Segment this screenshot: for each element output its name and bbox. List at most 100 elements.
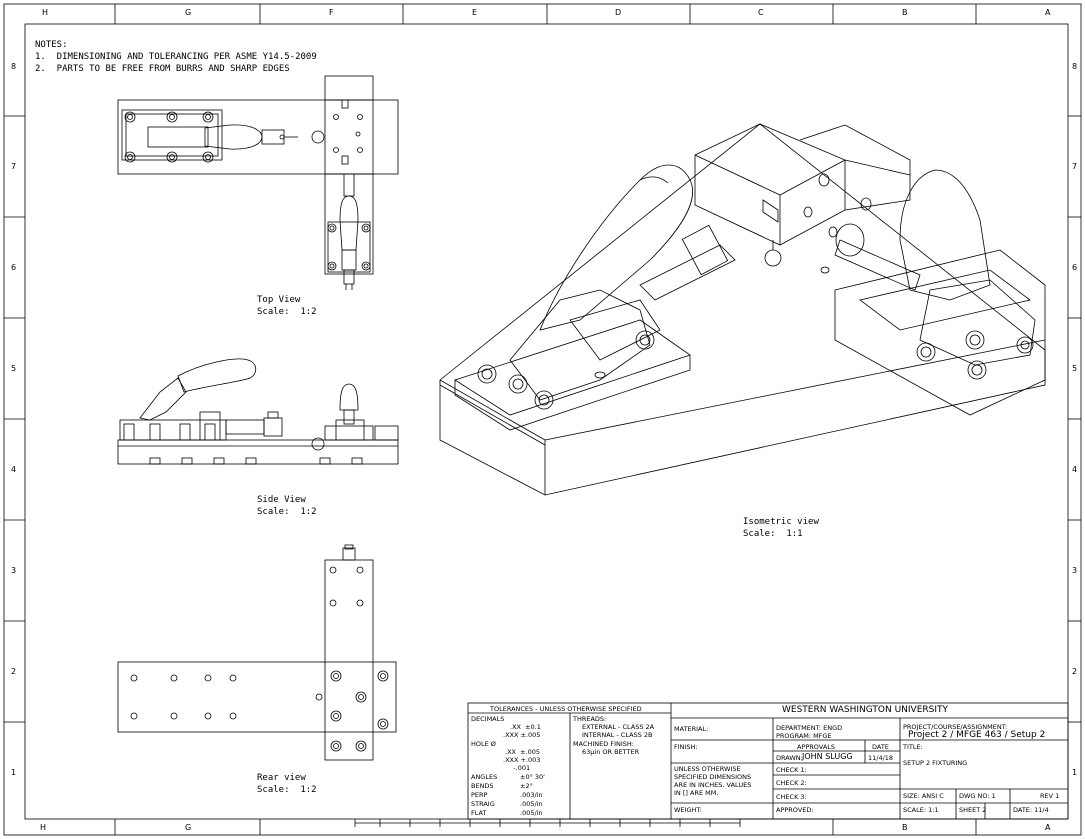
flat-label: FLAT (471, 809, 487, 817)
date-field: DATE: 11/4 (1013, 806, 1049, 814)
material-label: MATERIAL: (674, 725, 709, 733)
note-2: 2. PARTS TO BE FREE FROM BURRS AND SHARP… (35, 64, 290, 74)
zone-top-c: C (758, 8, 764, 17)
project-value: Project 2 / MFGE 463 / Setup 2 (908, 730, 1046, 740)
dec-xx: .XX ±0.1 (510, 723, 541, 731)
sheet-number: SHEET 2 (959, 806, 987, 814)
thread-external: EXTERNAL - CLASS 2A (582, 723, 655, 731)
approvals-label: APPROVALS (797, 743, 836, 751)
zone-right-1: 1 (1072, 768, 1078, 777)
unless-line-2: SPECIFIED DIMENSIONS (674, 773, 752, 781)
hole-xxx-minus: -.001 (503, 764, 531, 772)
machined-value: 63μin OR BETTER (582, 748, 640, 756)
zone-right-6: 6 (1072, 263, 1078, 272)
hole-label: HOLE Ø (471, 740, 496, 748)
zone-right-8: 8 (1072, 62, 1078, 71)
bottom-column-ticks (114, 819, 977, 835)
program: PROGRAM: MFGE (776, 732, 832, 740)
zone-right-3: 3 (1072, 566, 1078, 575)
rear-view-scale: Scale: 1:2 (257, 785, 317, 795)
check-1: CHECK 1: (776, 766, 807, 774)
side-view-scale: Scale: 1:2 (257, 507, 317, 517)
check-3: CHECK 3: (776, 793, 807, 801)
zone-left-3: 3 (11, 566, 17, 575)
unless-line-1: UNLESS OTHERWISE (674, 765, 741, 773)
zone-top-h: H (42, 8, 49, 17)
zone-left-7: 7 (11, 162, 17, 171)
iso-view-label: Isometric view (743, 517, 819, 527)
project-label: PROJECT/COURSE/ASSIGNMENT: (903, 723, 1008, 731)
unless-line-3: ARE IN INCHES. VALUES (674, 781, 752, 789)
top-view-scale: Scale: 1:2 (257, 307, 317, 317)
dec-xxx: .XXX ±.005 (503, 731, 541, 739)
zone-top-e: E (472, 8, 478, 17)
zone-left-8: 8 (11, 62, 17, 71)
bends-label: BENDS (471, 782, 494, 790)
isometric-view-drawing (439, 123, 1046, 496)
dwg-number: DWG NO: 1 (959, 792, 996, 800)
iso-view-scale: Scale: 1:1 (743, 529, 803, 539)
side-view-drawing (117, 358, 399, 465)
flat-value: .005/in (520, 809, 543, 817)
zone-top-f: F (329, 8, 334, 17)
inner-border (24, 23, 1069, 820)
zone-right-4: 4 (1072, 465, 1078, 474)
perp-label: PERP (471, 791, 488, 799)
weight-label: WEIGHT: (674, 806, 702, 814)
top-view-drawing (117, 75, 399, 290)
side-view-label: Side View (257, 495, 306, 505)
zone-top-d: D (615, 8, 622, 17)
straig-label: STRAIG (471, 800, 495, 808)
zone-right-7: 7 (1072, 162, 1078, 171)
zone-bottom-h: H (40, 823, 47, 832)
drawn-date: 11/4/18 (868, 754, 894, 762)
title-value: SETUP 2 FIXTURING (903, 759, 968, 767)
title-label: TITLE: (903, 743, 923, 751)
department: DEPARTMENT: ENGD (776, 724, 843, 732)
straig-value: .005/in (520, 800, 543, 808)
zone-bottom-b: B (902, 823, 908, 832)
angles-value: ±0° 30' (520, 773, 545, 781)
top-column-ticks (114, 4, 977, 24)
angles-label: ANGLES (471, 773, 498, 781)
approved-label: APPROVED: (776, 806, 814, 814)
outer-border (3, 3, 1082, 836)
zone-left-6: 6 (11, 263, 17, 272)
zone-top-g: G (185, 8, 192, 17)
decimals-label: DECIMALS (471, 715, 505, 723)
notes-heading: NOTES: (35, 40, 68, 50)
row-ticks (4, 115, 1081, 723)
title-block-lines (467, 702, 1069, 820)
bends-value: ±2° (520, 782, 533, 790)
scale-field: SCALE: 1:1 (903, 806, 939, 814)
thread-internal: INTERNAL - CLASS 2B (582, 731, 653, 739)
university-name: WESTERN WASHINGTON UNIVERSITY (782, 705, 949, 715)
zone-bottom-g: G (185, 823, 192, 832)
top-view-label: Top View (257, 295, 301, 305)
size-field: SIZE: ANSI C (903, 792, 944, 800)
zone-top-a: A (1045, 8, 1051, 17)
rear-view-drawing (117, 544, 397, 761)
zone-left-2: 2 (11, 667, 17, 676)
perp-value: .003/in (520, 791, 543, 799)
tolerances-header: TOLERANCES - UNLESS OTHERWISE SPECIFIED (490, 705, 642, 713)
machined-label: MACHINED FINISH: (573, 740, 634, 748)
zone-right-2: 2 (1072, 667, 1078, 676)
zone-left-4: 4 (11, 465, 17, 474)
hole-xxx: .XXX +.003 (503, 756, 541, 764)
zone-left-1: 1 (11, 768, 17, 777)
revision: REV 1 (1040, 792, 1060, 800)
zone-top-b: B (902, 8, 908, 17)
zone-left-5: 5 (11, 364, 17, 373)
rear-view-label: Rear view (257, 773, 306, 783)
finish-label: FINISH: (674, 743, 698, 751)
unless-line-4: IN [] ARE MM. (674, 789, 719, 797)
drawn-by: JOHN SLUGG (802, 752, 853, 761)
zone-bottom-a: A (1045, 823, 1051, 832)
threads-label: THREADS: (573, 715, 607, 723)
date-column-label: DATE (872, 743, 889, 751)
drawn-label: DRAWN: (776, 754, 803, 762)
note-1: 1. DIMENSIONING AND TOLERANCING PER ASME… (35, 52, 317, 62)
